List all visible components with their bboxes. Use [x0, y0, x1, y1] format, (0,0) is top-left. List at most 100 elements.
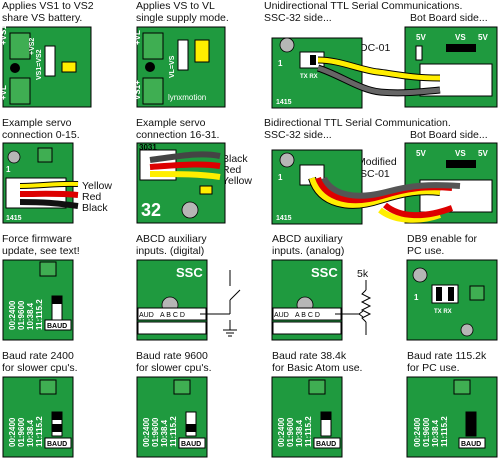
baud-line-2: 10:38.4 [26, 419, 35, 447]
chip [39, 261, 57, 277]
chip [173, 379, 191, 395]
modified-label: Modified [357, 156, 397, 168]
vs1vs2-text: VS1=VS2 [36, 49, 43, 80]
caption-line: Baud rate 38.4k [272, 350, 347, 362]
bb-5v2-text: 5V [478, 33, 488, 42]
pot-arrow [358, 310, 364, 315]
abcd-header [137, 321, 207, 335]
panel-bidirectional: 1 1415 5V VS 5V [271, 142, 498, 225]
abcd-header [272, 321, 342, 335]
vs2-text: +VS2 [29, 38, 36, 55]
jumper [466, 412, 476, 436]
caption-line: Baud rate 115.2k [407, 350, 487, 362]
baud-label-box [44, 437, 72, 449]
caption-line: for Basic Atom use. [272, 362, 363, 374]
jumper [52, 412, 62, 420]
n1415-text: 1415 [276, 215, 292, 222]
db9-header [431, 284, 459, 304]
wire-label-yellow-2: Yellow [222, 175, 252, 187]
potentiometer [360, 289, 372, 323]
caption-line: connection 0-15. [2, 129, 80, 141]
wire-black [19, 199, 79, 209]
caption-line: Applies VS to VL [136, 0, 215, 12]
caption-line: ABCD auxiliary [136, 233, 207, 245]
wire-yellow [309, 176, 441, 208]
panel-servo-0-15: 1 1415 [2, 142, 79, 224]
panel-db9: 1 TX RX [406, 259, 498, 341]
capacitor [199, 185, 213, 195]
caption-line: Example servo [136, 117, 206, 129]
bb-5v-text: 5V [416, 33, 426, 42]
caption-botboard-side: Bot Board side... [410, 12, 488, 24]
baud-line-2: 10:38.4 [295, 419, 304, 447]
caption-line: for slower cpu's. [136, 362, 212, 374]
caption-line: DB9 enable for [407, 233, 478, 245]
vs-jumper [446, 160, 476, 168]
panel-baud-115k: 00:2400 01:9600 10:38.4 11:115.2 BAUD [406, 376, 498, 458]
baud-line-2: 10:38.4 [26, 302, 35, 330]
aud-text: AUD [139, 312, 154, 319]
panel-servo-16-31: 3031 32 [136, 142, 226, 224]
baud-line-2: 10:38.4 [431, 419, 440, 447]
panel-baud-9600: 00:2400 01:9600 10:38.4 11:115.2 BAUD [136, 376, 208, 458]
panel-unidirectional: 1 TX RX 1415 5V VS 5V [271, 26, 498, 109]
caption-line: Unidirectional TTL Serial Communications… [264, 0, 463, 12]
vl-text: +VL [133, 30, 142, 45]
chip [308, 379, 326, 395]
n1415-text: 1415 [276, 99, 292, 106]
caption-line: ABCD auxiliary [272, 233, 343, 245]
abcd-text: A B C D [295, 312, 320, 319]
baud-line-0: 00:2400 [277, 417, 286, 447]
wire-yellow [19, 181, 79, 188]
hole [10, 63, 20, 73]
caption-line: for PC use. [407, 362, 460, 374]
jumper [310, 55, 316, 65]
wire-red [149, 161, 221, 170]
caption-line: Force firmware [2, 233, 73, 245]
txrx-text: TX RX [300, 74, 318, 80]
caption-line: inputs. (digital) [136, 245, 205, 257]
baud-text: BAUD [461, 441, 481, 448]
hole [145, 62, 155, 72]
pin1-text: 1 [278, 173, 283, 182]
wire-label-red-2: Red [222, 164, 242, 176]
pot-arrow [358, 313, 364, 318]
pin [415, 45, 423, 61]
caption-line: Example servo [2, 117, 72, 129]
caption-line: update, see text! [2, 245, 80, 257]
mount-hole [181, 201, 199, 219]
jumper [448, 287, 454, 301]
terminal-block [142, 77, 164, 105]
wire-label-black-2: Black [222, 153, 248, 165]
caption-line: inputs. (analog) [272, 245, 345, 257]
jumper [321, 412, 331, 420]
switch-lever [229, 289, 241, 301]
terminal-block [142, 32, 164, 60]
jumper-header [177, 39, 189, 71]
caption-botboard-side-2: Bot Board side... [410, 129, 488, 141]
brand-text: lynxmotion [168, 93, 206, 102]
caption-line: Bidirectional TTL Serial Communication. [264, 117, 451, 129]
caption-bidirectional: Bidirectional TTL Serial Communication.S… [264, 117, 451, 141]
wire-label-yellow: Yellow [82, 180, 112, 192]
wire-label-black: Black [82, 202, 108, 214]
mount-hole [279, 152, 295, 168]
wire-yellow [378, 207, 441, 223]
pin1-text: 1 [6, 165, 11, 174]
baud-text: BAUD [316, 441, 336, 448]
potentiometer-5k-label: 5k [357, 268, 369, 280]
baud-text: BAUD [47, 441, 67, 448]
jumper [52, 424, 62, 432]
baud-legend: 00:2400 01:9600 10:38.4 11:115.2 [8, 299, 44, 330]
baud-line-1: 01:9600 [17, 417, 26, 447]
